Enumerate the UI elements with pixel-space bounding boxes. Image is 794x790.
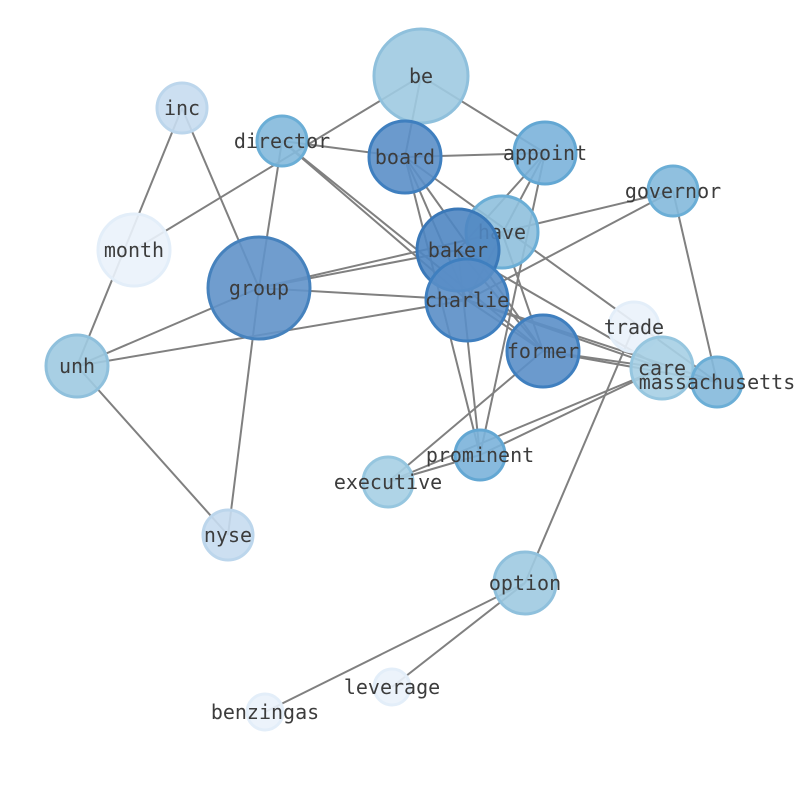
node-circle-executive [361,455,415,509]
node-label-inc: inc [164,96,200,120]
edge-governor-massachusetts [672,190,718,383]
node-circle-care [629,335,695,401]
node-label-governor: governor [625,179,721,203]
node-circle-massachusetts [690,355,744,409]
node-label-nyse: nyse [204,523,252,547]
node-circle-director [255,114,309,168]
node-governor: governor [625,164,721,218]
node-label-director: director [234,129,330,153]
node-label-leverage: leverage [344,675,440,699]
node-nyse: nyse [201,508,255,562]
edge-appoint-prominent [479,152,546,456]
node-circle-board [367,119,443,195]
node-board: board [367,119,443,195]
node-circle-month [96,212,172,288]
node-label-prominent: prominent [426,443,534,467]
node-appoint: appoint [503,120,587,186]
node-label-benzingas: benzingas [211,700,319,724]
node-former: former [505,313,581,389]
node-month: month [96,212,172,288]
node-label-trade: trade [604,315,664,339]
node-label-executive: executive [334,470,442,494]
node-unh: unh [44,333,110,399]
node-label-option: option [489,571,561,595]
node-benzingas: benzingas [211,692,319,732]
node-circle-inc [155,81,209,135]
node-executive: executive [334,455,442,509]
edge-care-executive [387,367,663,483]
node-label-month: month [104,238,164,262]
node-group: group [206,235,312,341]
node-label-group: group [229,276,289,300]
edge-unh-nyse [76,365,229,536]
node-label-charlie: charlie [425,288,509,312]
node-circle-prominent [453,428,507,482]
node-label-baker: baker [428,238,488,262]
node-charlie: charlie [424,257,510,343]
node-label-appoint: appoint [503,141,587,165]
node-label-care: care [638,356,686,380]
node-label-be: be [409,64,433,88]
node-circle-unh [44,333,110,399]
edge-trade-option [524,326,635,584]
node-director: director [234,114,330,168]
node-inc: inc [155,81,209,135]
node-label-unh: unh [59,354,95,378]
node-circle-nyse [201,508,255,562]
node-circle-governor [646,164,700,218]
node-label-board: board [375,145,435,169]
node-circle-former [505,313,581,389]
node-circle-be [372,27,470,125]
node-circle-benzingas [245,692,285,732]
edge-option-benzingas [264,582,526,713]
node-label-former: former [507,339,579,363]
node-circle-leverage [372,667,412,707]
node-circle-appoint [512,120,578,186]
node-label-massachusetts: massachusetts [639,370,794,394]
node-prominent: prominent [426,428,534,482]
node-circle-group [206,235,312,341]
node-circle-charlie [424,257,510,343]
node-be: be [372,27,470,125]
node-option: option [489,550,561,616]
node-massachusetts: massachusetts [639,355,794,409]
node-leverage: leverage [344,667,440,707]
node-care: care [629,335,695,401]
node-circle-option [492,550,558,616]
edge-care-prominent [479,367,663,456]
